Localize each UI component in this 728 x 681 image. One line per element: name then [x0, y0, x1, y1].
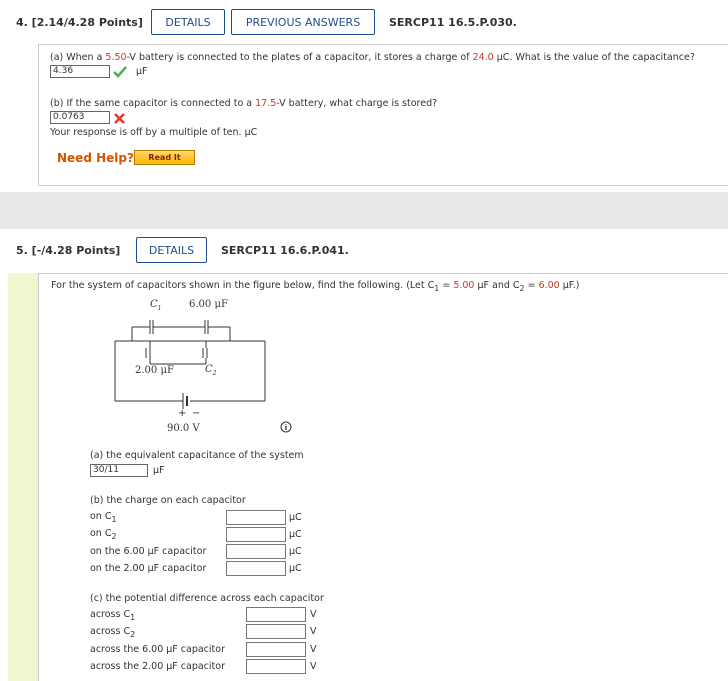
question-5-card: 5. [-/4.28 Points] DETAILS SERCP11 16.6.… — [0, 229, 728, 681]
q5-part-a-unit: μF — [153, 465, 165, 476]
c2-figure-label: C2 — [205, 364, 216, 377]
c2-value: 6.00 — [538, 280, 560, 291]
intro-pre: For the system of capacitors shown in th… — [51, 280, 435, 291]
q5-part-c-text: (c) the potential difference across each… — [90, 593, 324, 604]
info-icon[interactable] — [280, 421, 292, 433]
q5-part-a-text: (a) the equivalent capacitance of the sy… — [90, 450, 304, 461]
c1-value: 5.00 — [453, 280, 475, 291]
question-5-intro: For the system of capacitors shown in th… — [51, 280, 579, 293]
row-label-text: on C — [90, 528, 112, 539]
part-a-unit: μF — [136, 66, 148, 77]
row-label-text: across C — [90, 609, 131, 620]
question-5-header: 5. [-/4.28 Points] — [16, 244, 121, 257]
c2-label-text: C — [205, 364, 213, 375]
question-4-card: 4. [2.14/4.28 Points] DETAILS PREVIOUS A… — [0, 0, 728, 192]
part-a-pre: (a) When a — [50, 52, 106, 63]
battery-plus: + — [178, 408, 187, 419]
details-button-q5[interactable]: DETAILS — [136, 237, 207, 263]
voltage-c2-unit: V — [310, 626, 317, 637]
voltage-c1-input[interactable] — [246, 607, 306, 622]
battery-label: 90.0 V — [167, 423, 200, 434]
part-b-post: -V battery, what charge is stored? — [276, 98, 438, 109]
bottom-left-cap-label: 2.00 μF — [135, 365, 174, 376]
part-a-text: (a) When a 5.50-V battery is connected t… — [50, 52, 695, 63]
part-b-pre: (b) If the same capacitor is connected t… — [50, 98, 256, 109]
part-c-row-label: across the 6.00 μF capacitor — [90, 644, 225, 655]
question-5-body — [38, 273, 728, 681]
part-b-row-label: on C2 — [90, 528, 117, 541]
row-label-sub: 1 — [111, 514, 117, 524]
charge-2uf-unit: μC — [289, 563, 302, 574]
charge-c1-input[interactable] — [226, 510, 286, 525]
need-help-label: Need Help? — [57, 151, 134, 165]
check-icon — [113, 66, 127, 78]
part-a-answer-input[interactable]: 4.36 — [50, 65, 110, 78]
c1-capacitor-plates — [149, 320, 154, 334]
previous-answers-button[interactable]: PREVIOUS ANSWERS — [231, 9, 375, 35]
charge-6uf-input[interactable] — [226, 544, 286, 559]
part-c-row-label: across the 2.00 μF capacitor — [90, 661, 225, 672]
voltage-6uf-input[interactable] — [246, 642, 306, 657]
intro-eq-2: = — [524, 280, 539, 291]
feedback-text: Your response is off by a multiple of te… — [50, 127, 242, 138]
part-c-row-label: across C1 — [90, 609, 135, 622]
part-a-mid: -V battery is connected to the plates of… — [126, 52, 473, 63]
intro-mid: μF and C — [474, 280, 520, 291]
row-label-sub: 2 — [130, 629, 136, 639]
q5-part-b-text: (b) the charge on each capacitor — [90, 495, 246, 506]
part-b-answer-input[interactable]: 0.0763 — [50, 111, 110, 124]
q5-part-a-input[interactable]: 30/11 — [90, 464, 148, 477]
part-b-text: (b) If the same capacitor is connected t… — [50, 98, 437, 109]
voltage-c2-input[interactable] — [246, 624, 306, 639]
voltage-6uf-unit: V — [310, 644, 317, 655]
part-a-post: μC. What is the value of the capacitance… — [493, 52, 695, 63]
part-a-voltage: 5.50 — [105, 52, 127, 63]
row-label-sub: 1 — [130, 612, 136, 622]
cross-icon — [114, 113, 125, 124]
intro-post: μF.) — [559, 280, 580, 291]
intro-eq-1: = — [439, 280, 454, 291]
c1-label-text: C — [150, 299, 158, 310]
charge-c1-unit: μC — [289, 512, 302, 523]
part-a-charge: 24.0 — [472, 52, 494, 63]
top-right-capacitor-plates — [204, 320, 209, 334]
charge-c2-input[interactable] — [226, 527, 286, 542]
voltage-2uf-unit: V — [310, 661, 317, 672]
part-b-voltage: 17.5 — [255, 98, 277, 109]
part-b-unit: μC — [244, 127, 258, 138]
row-label-text: across C — [90, 626, 131, 637]
read-it-button[interactable]: Read It — [134, 150, 195, 165]
intro-sub-1: 1 — [434, 283, 440, 293]
question-4-header: 4. [2.14/4.28 Points] — [16, 16, 143, 29]
problem-code-q5: SERCP11 16.6.P.041. — [221, 244, 349, 257]
c2-label-sub: 2 — [212, 370, 217, 377]
top-right-cap-label: 6.00 μF — [189, 299, 228, 310]
part-b-feedback: Your response is off by a multiple of te… — [50, 127, 257, 138]
circuit-diagram — [114, 320, 266, 409]
part-b-row-label: on the 2.00 μF capacitor — [90, 563, 207, 574]
charge-c2-unit: μC — [289, 529, 302, 540]
c1-figure-label: C1 — [150, 299, 161, 312]
charge-2uf-input[interactable] — [226, 561, 286, 576]
part-c-row-label: across C2 — [90, 626, 135, 639]
voltage-2uf-input[interactable] — [246, 659, 306, 674]
problem-code: SERCP11 16.5.P.030. — [389, 16, 517, 29]
c1-label-sub: 1 — [157, 305, 162, 312]
row-label-text: on C — [90, 511, 112, 522]
row-label-sub: 2 — [111, 531, 117, 541]
details-button[interactable]: DETAILS — [151, 9, 225, 35]
charge-6uf-unit: μC — [289, 546, 302, 557]
question-4-body — [38, 44, 728, 186]
question-5-left-bar — [8, 273, 38, 681]
battery-minus: − — [192, 408, 201, 419]
part-b-row-label: on C1 — [90, 511, 117, 524]
part-b-row-label: on the 6.00 μF capacitor — [90, 546, 207, 557]
voltage-c1-unit: V — [310, 609, 317, 620]
intro-sub-2: 2 — [519, 283, 525, 293]
